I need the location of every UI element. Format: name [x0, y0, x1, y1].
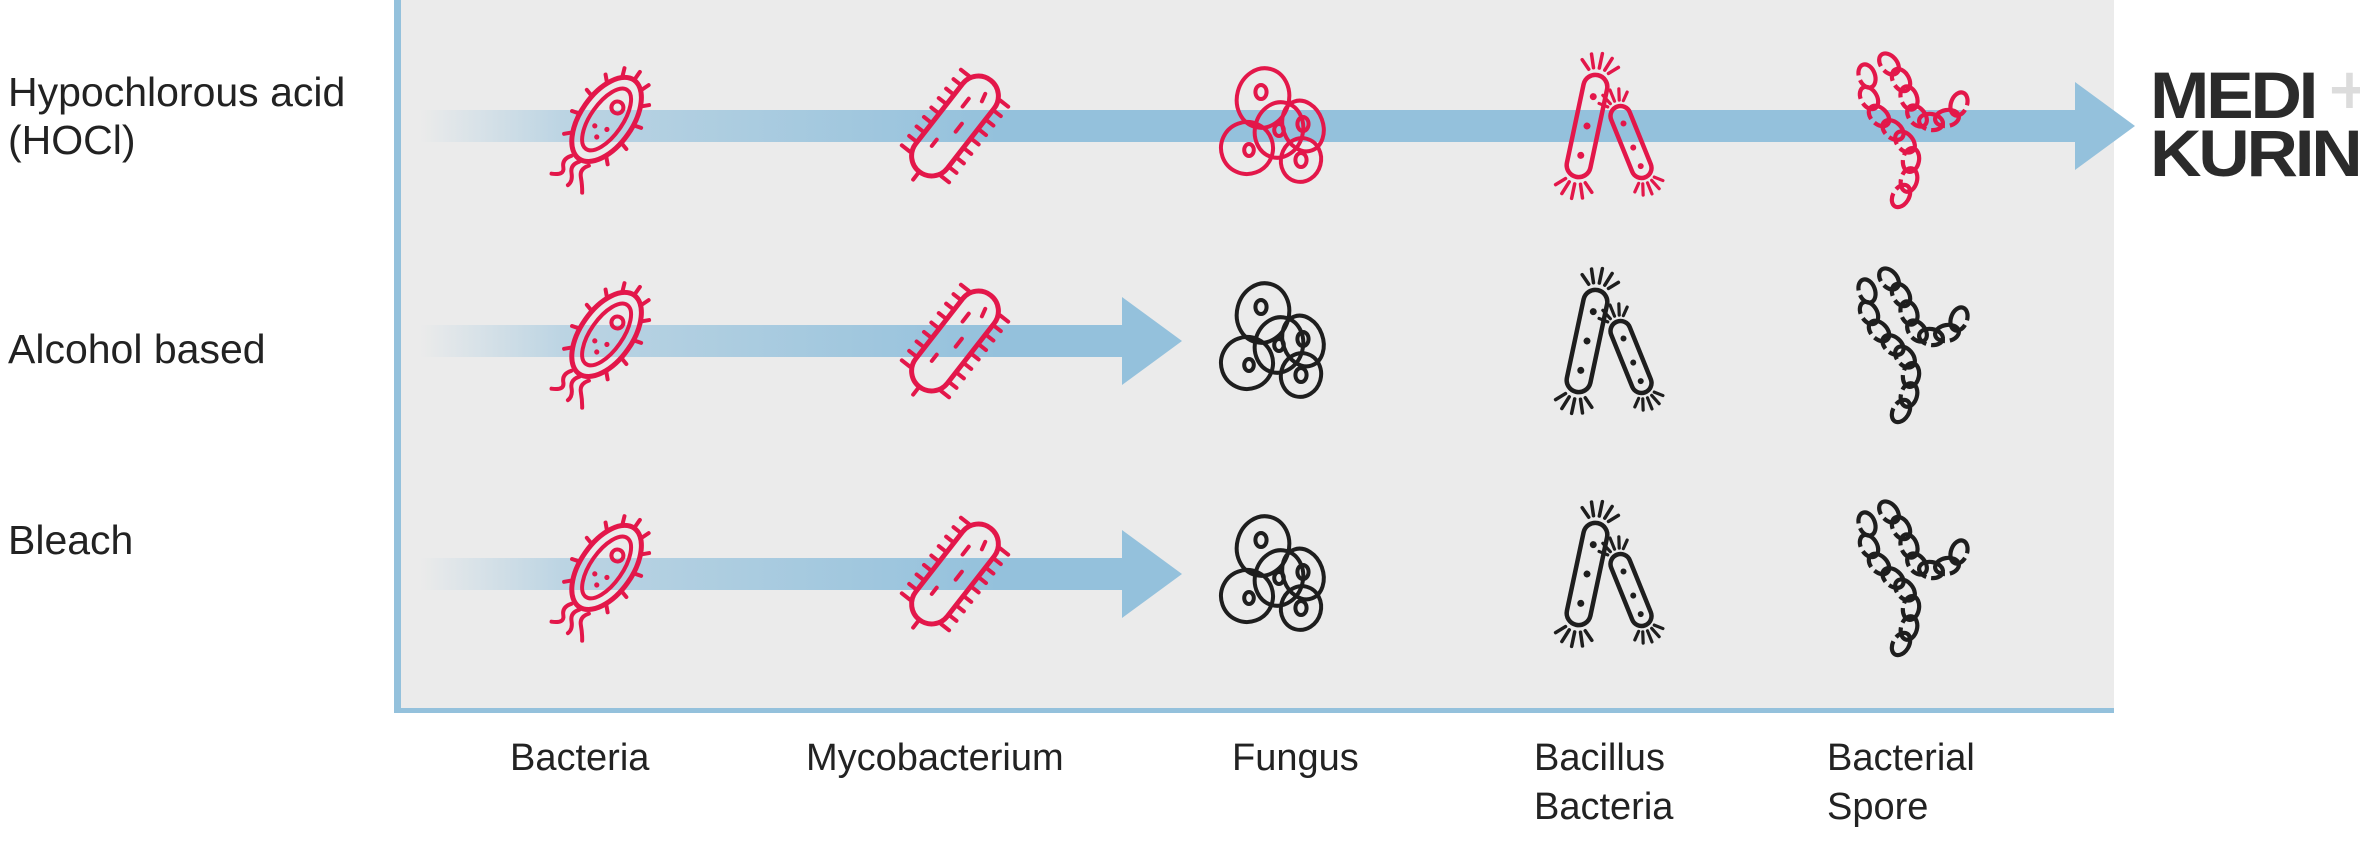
mycobacterium-icon: [899, 515, 1011, 633]
fungus-icon: [1219, 514, 1326, 632]
column-label-bacteria: Bacteria: [510, 737, 650, 779]
bacillus-icon: [1553, 266, 1665, 416]
fungus-icon: [1219, 66, 1326, 184]
bacillus-icon: [1553, 499, 1665, 649]
arrow-body: [420, 558, 1122, 590]
logo-line-1: MEDI: [2150, 58, 2318, 132]
column-label-bacillus: Bacillus Bacteria: [1534, 737, 1674, 828]
row-label-hocl: Hypochlorous acid (HOCl): [8, 69, 346, 163]
efficacy-arrow: [420, 82, 2135, 170]
medikurin-logo: MEDI KURIN: [2150, 62, 2360, 186]
spore-icon: [1856, 499, 1970, 658]
efficacy-arrow: [420, 530, 1182, 618]
column-label-mycobacterium: Mycobacterium: [806, 737, 1064, 779]
logo-line-2: KURIN: [2150, 116, 2360, 190]
arrow-body: [420, 110, 2075, 142]
bacillus-icon: [1553, 51, 1665, 201]
arrow-head: [2075, 82, 2135, 170]
mycobacterium-icon: [899, 282, 1011, 400]
row-label-alcohol: Alcohol based: [8, 326, 266, 372]
bacteria-icon: [549, 66, 652, 195]
spore-icon: [1856, 266, 1970, 425]
column-label-spore: Bacterial Spore: [1827, 737, 1975, 828]
fungus-icon: [1219, 281, 1326, 399]
arrow-head: [1122, 530, 1182, 618]
bacteria-icon: [549, 281, 652, 410]
arrow-body: [420, 325, 1122, 357]
row-label-bleach: Bleach: [8, 517, 134, 563]
spore-icon: [1856, 51, 1970, 210]
bacteria-icon: [549, 514, 652, 643]
mycobacterium-icon: [899, 67, 1011, 185]
logo-plus-icon: +: [2326, 57, 2360, 122]
column-label-fungus: Fungus: [1232, 737, 1359, 779]
efficacy-arrow: [420, 297, 1182, 385]
arrow-head: [1122, 297, 1182, 385]
